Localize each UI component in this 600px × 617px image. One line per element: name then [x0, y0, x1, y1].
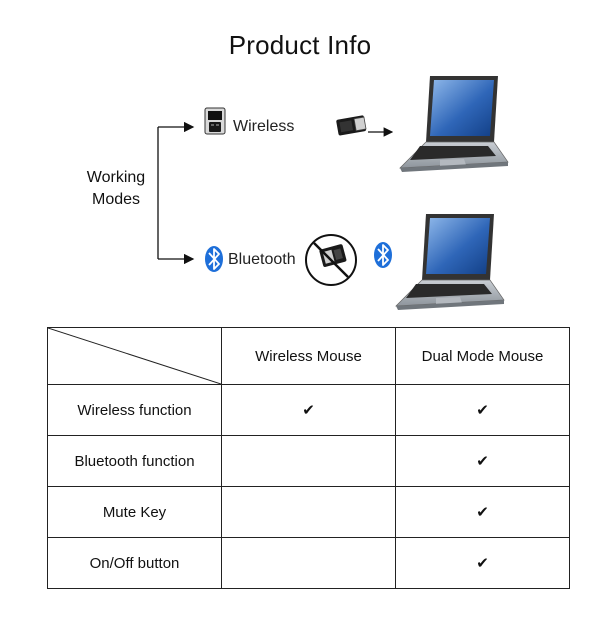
laptop-icon: [399, 76, 509, 172]
bluetooth-mode-label: Bluetooth: [228, 251, 296, 268]
column-header-wireless-mouse: Wireless Mouse: [221, 327, 396, 385]
check-icon: ✔: [395, 384, 570, 436]
working-modes-line2: Modes: [91, 191, 141, 208]
wireless-mode-label: Wireless: [233, 118, 295, 135]
empty-cell: [221, 486, 396, 538]
corner-diagonal: [48, 328, 221, 384]
working-modes-line1: Working: [86, 169, 146, 186]
usb-receiver-icon: [204, 107, 226, 135]
usb-receiver-icon: [336, 115, 367, 136]
page-title: Product Info: [228, 30, 372, 60]
comparison-table: Wireless Mouse Dual Mode Mouse Wireless …: [47, 327, 570, 589]
branch-connector: [157, 121, 195, 265]
corner-cell: [47, 327, 222, 385]
bluetooth-icon: [374, 242, 392, 268]
column-header-dual-mode-mouse: Dual Mode Mouse: [395, 327, 570, 385]
check-icon: ✔: [395, 435, 570, 487]
working-modes-label: Working Modes: [74, 167, 158, 211]
bluetooth-icon: [205, 246, 223, 272]
check-icon: ✔: [395, 486, 570, 538]
empty-cell: [221, 435, 396, 487]
check-icon: ✔: [221, 384, 396, 436]
laptop-icon: [395, 214, 505, 310]
table-row: On/Off button ✔: [47, 537, 570, 589]
feature-cell: Wireless function: [47, 384, 222, 436]
feature-cell: Mute Key: [47, 486, 222, 538]
table-row: Mute Key ✔: [47, 486, 570, 538]
feature-cell: On/Off button: [47, 537, 222, 589]
table-header-row: Wireless Mouse Dual Mode Mouse: [47, 327, 570, 385]
empty-cell: [221, 537, 396, 589]
check-icon: ✔: [395, 537, 570, 589]
table-row: Bluetooth function ✔: [47, 435, 570, 487]
working-modes-diagram: [157, 76, 509, 310]
no-receiver-icon: [305, 234, 357, 286]
feature-cell: Bluetooth function: [47, 435, 222, 487]
table-row: Wireless function ✔ ✔: [47, 384, 570, 436]
